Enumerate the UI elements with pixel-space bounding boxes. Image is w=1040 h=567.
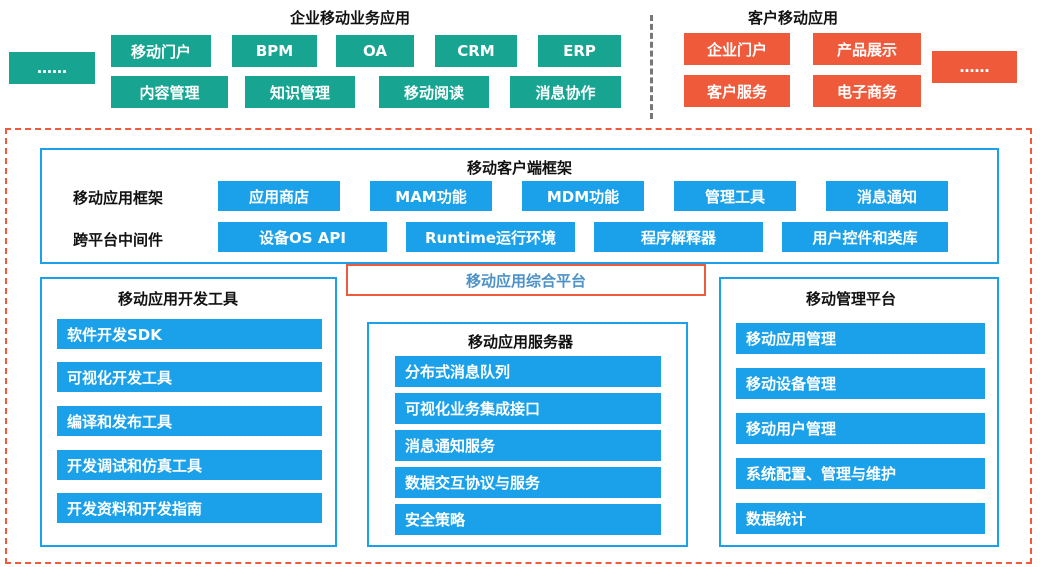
customer-apps-title: 客户移动应用 [748, 9, 839, 27]
enterprise-app-box: 内容管理 [111, 76, 228, 108]
management-item: 移动设备管理 [736, 368, 985, 399]
customer-app-box: 客户服务 [684, 75, 790, 107]
middleware-item: 用户控件和类库 [782, 222, 948, 252]
management-item: 移动用户管理 [736, 413, 985, 444]
framework-item: MDM功能 [522, 181, 644, 211]
server-item: 分布式消息队列 [395, 356, 661, 387]
platform-container [5, 128, 1032, 564]
enterprise-app-box: 移动门户 [111, 35, 211, 67]
server-item: 可视化业务集成接口 [395, 393, 661, 424]
management-item: 移动应用管理 [736, 323, 985, 354]
framework-item: MAM功能 [370, 181, 492, 211]
customer-app-box: 电子商务 [813, 75, 921, 107]
enterprise-apps-title: 企业移动业务应用 [290, 9, 411, 27]
dev-tool-item: 编译和发布工具 [57, 406, 322, 436]
management-panel [719, 277, 999, 547]
dev-tools-title: 移动应用开发工具 [118, 290, 239, 308]
framework-row-label: 移动应用框架 [73, 189, 164, 207]
enterprise-app-box: 移动阅读 [379, 76, 489, 108]
app-server-title: 移动应用服务器 [468, 333, 574, 351]
middleware-item: 程序解释器 [594, 222, 763, 252]
customer-app-box: 企业门户 [684, 33, 790, 65]
integrated-platform-label: 移动应用综合平台 [346, 264, 706, 296]
framework-item: 消息通知 [826, 181, 948, 211]
dev-tool-item: 开发资料和开发指南 [57, 493, 322, 523]
customer-app-box: 产品展示 [813, 33, 921, 65]
enterprise-app-box: 消息协作 [510, 76, 621, 108]
middleware-item: 设备OS API [218, 222, 387, 252]
enterprise-app-box: 知识管理 [245, 76, 355, 108]
framework-item: 应用商店 [218, 181, 340, 211]
management-item: 数据统计 [736, 503, 985, 534]
middleware-item: Runtime运行环境 [406, 222, 575, 252]
server-item: 数据交互协议与服务 [395, 467, 661, 498]
management-title: 移动管理平台 [806, 290, 897, 308]
enterprise-app-box: BPM [232, 35, 317, 67]
framework-item: 管理工具 [674, 181, 796, 211]
enterprise-more-box: …… [9, 52, 95, 84]
server-item: 消息通知服务 [395, 430, 661, 461]
section-divider [650, 15, 653, 119]
middleware-row-label: 跨平台中间件 [73, 231, 164, 249]
management-item: 系统配置、管理与维护 [736, 458, 985, 489]
dev-tool-item: 可视化开发工具 [57, 362, 322, 392]
customer-more-box: …… [932, 51, 1017, 83]
enterprise-app-box: ERP [538, 35, 621, 67]
enterprise-app-box: CRM [435, 35, 517, 67]
server-item: 安全策略 [395, 504, 661, 535]
dev-tool-item: 软件开发SDK [57, 319, 322, 349]
client-framework-title: 移动客户端框架 [467, 159, 573, 177]
enterprise-app-box: OA [336, 35, 414, 67]
dev-tool-item: 开发调试和仿真工具 [57, 450, 322, 480]
